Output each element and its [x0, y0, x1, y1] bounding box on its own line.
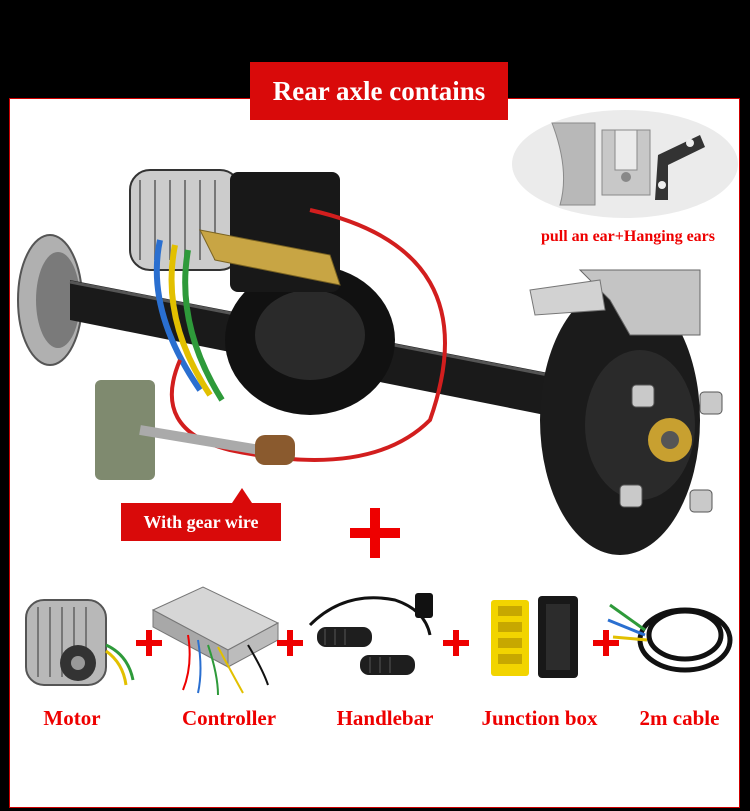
plus-icon-3 — [443, 630, 469, 656]
title-text: Rear axle contains — [272, 75, 486, 106]
gear-label-pointer — [230, 488, 254, 506]
ears-inset — [512, 110, 738, 218]
plus-icon-2 — [277, 630, 303, 656]
item-label-junction-box: Junction box — [481, 706, 598, 730]
controller-image — [151, 586, 280, 696]
rear-axle-image — [17, 169, 723, 555]
plus-icon-4 — [593, 630, 619, 656]
handlebar-image — [308, 593, 433, 675]
title-banner: Rear axle contains — [250, 62, 508, 120]
cable-image — [607, 603, 733, 673]
plus-icon-1 — [136, 630, 162, 656]
hanging-ears-image — [551, 122, 705, 206]
big-plus-icon — [350, 508, 400, 558]
item-label-handlebar: Handlebar — [336, 706, 434, 730]
item-label-controller: Controller — [181, 706, 277, 730]
junction-box-image — [491, 596, 578, 678]
motor-image — [25, 599, 135, 686]
item-label-cable: 2m cable — [639, 706, 720, 730]
gear-wire-label: With gear wire — [121, 503, 281, 541]
ears-caption: pull an ear+Hanging ears — [540, 228, 716, 245]
item-label-motor: Motor — [43, 706, 101, 730]
